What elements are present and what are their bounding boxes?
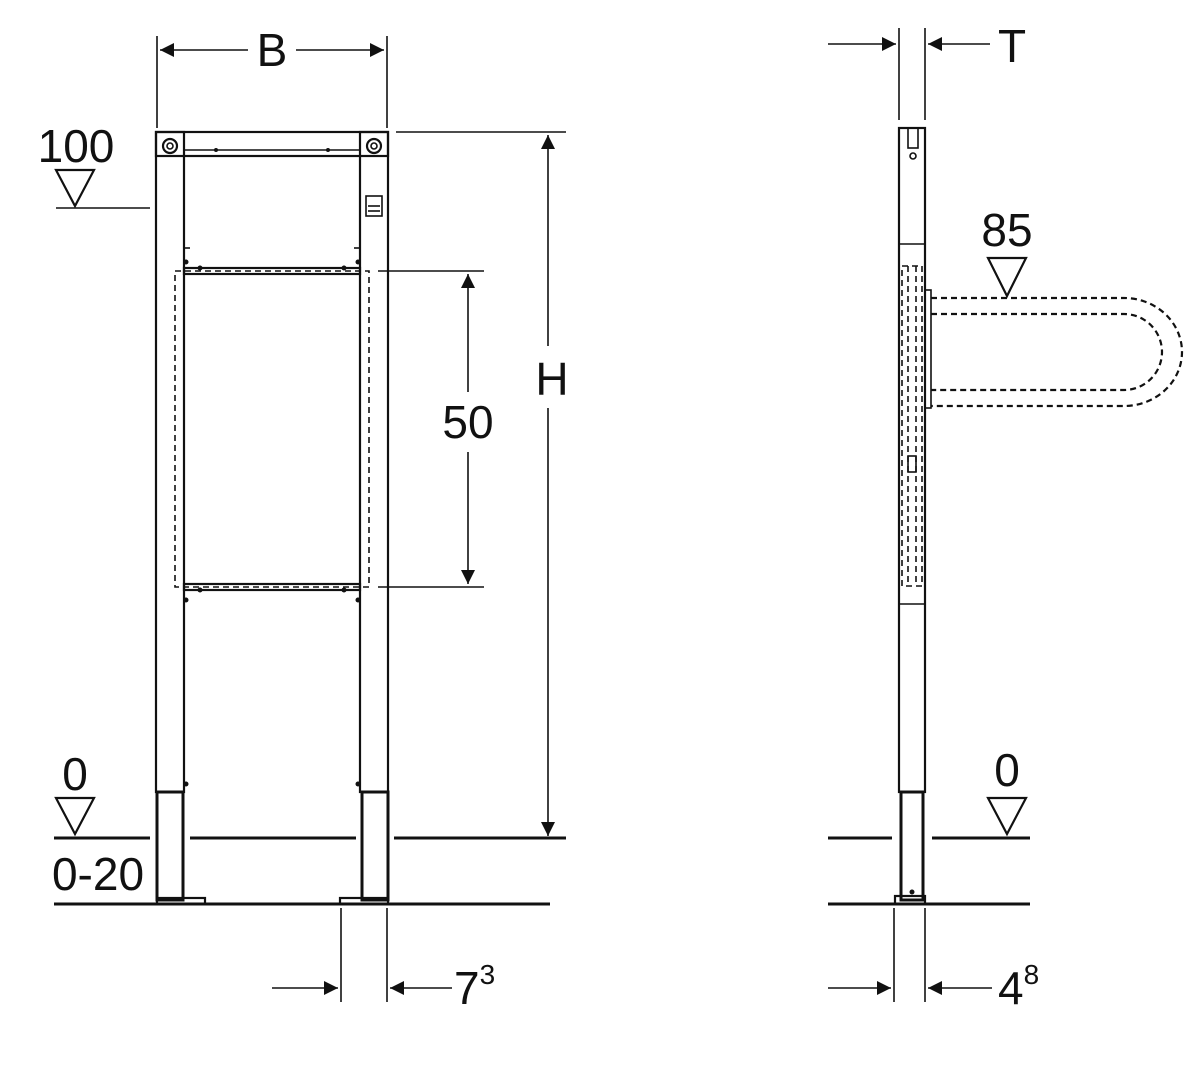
floor-level-front-label: 0: [62, 748, 88, 800]
side-foot: [893, 790, 927, 906]
mount-hole-right: [365, 137, 383, 155]
side-view: T 85: [828, 20, 1184, 1014]
level-pipe-label: 85: [981, 204, 1032, 256]
label-plate: [365, 195, 383, 217]
mount-hole-left: [161, 137, 179, 155]
width-dimension: B: [156, 24, 388, 128]
depth-label: T: [998, 20, 1026, 72]
level-top-label: 100: [38, 120, 115, 172]
level-marker-85: 85: [981, 204, 1033, 299]
foot-side-base: 4: [998, 962, 1024, 1014]
svg-text:48: 48: [998, 959, 1039, 1014]
range-dimension: 50: [378, 270, 494, 588]
foot-dimension-side: 48: [828, 908, 1039, 1014]
frame: [154, 130, 390, 794]
level-marker-100: 100: [38, 120, 150, 209]
range-label: 50: [442, 396, 493, 448]
foot-side-sup: 8: [1024, 959, 1040, 990]
adjust-range: 0-20: [52, 848, 550, 906]
svg-text:73: 73: [454, 959, 495, 1014]
drain-pipe: [931, 296, 1184, 408]
adjustment-zone: [174, 270, 370, 588]
adjust-range-label: 0-20: [52, 848, 144, 900]
foot-front-base: 7: [454, 962, 480, 1014]
front-view: B: [38, 24, 569, 1014]
width-label: B: [257, 24, 288, 76]
depth-dimension: T: [828, 20, 1026, 120]
side-post: [897, 126, 932, 794]
foot-front-sup: 3: [480, 959, 496, 990]
height-label: H: [535, 353, 568, 405]
adjustable-feet: [155, 790, 390, 906]
foot-dimension-front: 73: [272, 908, 495, 1014]
height-dimension: H: [396, 131, 569, 836]
floor-level-side: 0: [828, 744, 1030, 906]
floor-level-front: 0: [54, 748, 566, 840]
floor-level-side-label: 0: [994, 744, 1020, 796]
